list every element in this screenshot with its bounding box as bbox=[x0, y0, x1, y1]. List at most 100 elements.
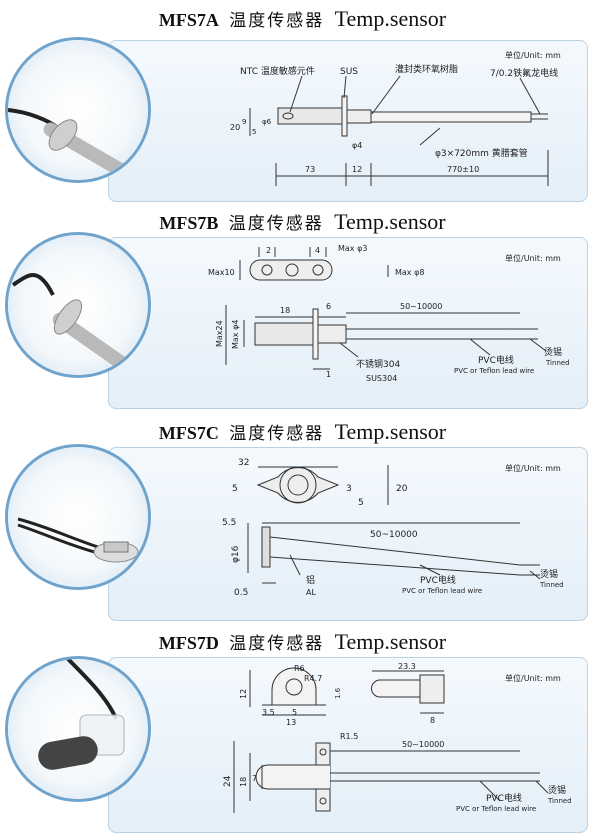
dim-d16: φ16 bbox=[231, 545, 241, 563]
probe-photo-icon bbox=[11, 273, 129, 371]
section-mfs7b: MFS7B 温度传感器 Temp.sensor 单位/Unit: mm bbox=[0, 205, 605, 415]
dim-6: 6 bbox=[326, 302, 331, 311]
label-d4: φ4 bbox=[352, 141, 362, 150]
unit-label: 单位/Unit: mm bbox=[505, 674, 561, 683]
label-tube: φ3×720mm 黄腊套管 bbox=[435, 147, 528, 159]
dim-5: 5 bbox=[292, 708, 297, 717]
dim-r1-5: R1.5 bbox=[340, 732, 358, 741]
dim-3-5: 3.5 bbox=[262, 708, 275, 717]
title-cn: 温度传感器 bbox=[229, 11, 325, 31]
section-title: MFS7C 温度传感器 Temp.sensor bbox=[0, 419, 605, 445]
title-cn: 温度传感器 bbox=[228, 214, 324, 234]
dim-max10: Max10 bbox=[208, 268, 235, 277]
label-al-cn: 铝 bbox=[306, 574, 315, 586]
model-code: MFS7B bbox=[159, 213, 219, 233]
dim-length: 50~10000 bbox=[400, 302, 442, 311]
drawing-panel bbox=[108, 447, 588, 621]
dim-13: 13 bbox=[286, 718, 296, 727]
model-code: MFS7A bbox=[158, 10, 219, 30]
dim-maxd3: Max φ3 bbox=[338, 244, 367, 253]
label-tin-cn: 烫锡 bbox=[540, 569, 558, 580]
title-cn: 温度传感器 bbox=[229, 424, 325, 444]
dim-770: 770±10 bbox=[447, 165, 479, 174]
label-pvc: PVC电线 bbox=[478, 354, 514, 366]
product-photo bbox=[8, 235, 148, 375]
label-pvc-en: PVC or Teflon lead wire bbox=[454, 367, 534, 375]
drawing-mfs7c: 32 5 3 5 20 5.5 50~10000 φ16 铝 AL 0.5 PV… bbox=[222, 458, 564, 598]
drawing-mfs7d: R6 R4.7 12 1.6 3.5 5 13 23.3 8 R1.5 50~1… bbox=[223, 662, 572, 813]
dim-5: 5 bbox=[252, 128, 256, 136]
title-en: Temp.sensor bbox=[334, 6, 447, 31]
dim-1: 1 bbox=[326, 370, 331, 379]
label-pvc: PVC电线 bbox=[486, 792, 522, 804]
dim-32: 32 bbox=[238, 458, 249, 468]
label-sus304: SUS304 bbox=[366, 374, 397, 383]
label-tin-cn: 烫锡 bbox=[544, 347, 562, 358]
drawing-mfs7b: 2 4 Max φ3 Max10 Max φ8 18 6 50~10000 Ma… bbox=[208, 244, 570, 383]
product-photo bbox=[8, 659, 148, 799]
product-photo bbox=[8, 447, 148, 587]
dim-6: φ6 bbox=[262, 118, 272, 126]
section-title: MFS7D 温度传感器 Temp.sensor bbox=[0, 629, 605, 655]
drawing-panel bbox=[108, 237, 588, 409]
dim-9: 9 bbox=[242, 118, 246, 126]
bracket-sensor-photo-icon bbox=[38, 659, 125, 770]
section-title: MFS7B 温度传感器 Temp.sensor bbox=[0, 209, 605, 235]
section-title: MFS7A 温度传感器 Temp.sensor bbox=[0, 6, 605, 32]
unit-label: 单位/Unit: mm bbox=[505, 254, 561, 263]
dim-r6: R6 bbox=[294, 664, 305, 673]
disc-sensor-photo-icon bbox=[17, 517, 139, 563]
dim-18: 18 bbox=[239, 777, 248, 787]
title-cn: 温度传感器 bbox=[229, 634, 325, 654]
dim-20: 20 bbox=[230, 123, 240, 132]
product-photo bbox=[8, 40, 148, 180]
label-pvc-en: PVC or Teflon lead wire bbox=[456, 805, 536, 813]
dim-73: 73 bbox=[305, 165, 315, 174]
dim-7: 7 bbox=[252, 774, 257, 783]
section-mfs7a: MFS7A 温度传感器 Temp.sensor 单位/Unit: mm bbox=[0, 0, 605, 205]
model-code: MFS7D bbox=[158, 633, 219, 653]
dim-maxd4: Max φ4 bbox=[231, 320, 240, 349]
drawing-mfs7a: NTC 温度敏感元件 SUS 灌封类环氧树脂 7/0.2铁氟龙电线 φ4 φ3×… bbox=[230, 63, 558, 186]
dim-maxd8: Max φ8 bbox=[395, 268, 424, 277]
label-ntc: NTC 温度敏感元件 bbox=[240, 65, 315, 77]
label-tin-en: Tinned bbox=[545, 359, 570, 367]
probe-photo-icon bbox=[8, 108, 133, 180]
label-pvc-en: PVC or Teflon lead wire bbox=[402, 587, 482, 595]
unit-label: 单位/Unit: mm bbox=[505, 51, 561, 60]
title-en: Temp.sensor bbox=[334, 419, 447, 444]
label-al: AL bbox=[306, 588, 316, 597]
dim-23-3: 23.3 bbox=[398, 662, 416, 671]
unit-label: 单位/Unit: mm bbox=[505, 464, 561, 473]
label-epoxy: 灌封类环氧树脂 bbox=[395, 63, 458, 75]
dim-3: 3 bbox=[346, 484, 352, 494]
dim-24: 24 bbox=[223, 775, 233, 787]
dim-length: 50~10000 bbox=[402, 740, 444, 749]
dim-r4-7: R4.7 bbox=[304, 674, 322, 683]
dim-max24: Max24 bbox=[215, 320, 224, 347]
dim-12: 12 bbox=[239, 689, 248, 699]
model-code: MFS7C bbox=[158, 423, 219, 443]
dim-5b: 5 bbox=[358, 498, 364, 508]
dim-0-5: 0.5 bbox=[234, 588, 248, 598]
label-tin-en: Tinned bbox=[539, 581, 564, 589]
label-sus-cn: 不锈钢304 bbox=[356, 358, 400, 370]
label-tin-en: Tinned bbox=[547, 797, 572, 805]
section-mfs7d: MFS7D 温度传感器 Temp.sensor 单位/Unit: mm bbox=[0, 625, 605, 837]
dim-4: 4 bbox=[315, 246, 320, 255]
dim-12: 12 bbox=[352, 165, 362, 174]
title-en: Temp.sensor bbox=[334, 209, 446, 234]
dim-length: 50~10000 bbox=[370, 530, 418, 540]
dim-5a: 5 bbox=[232, 484, 238, 494]
title-en: Temp.sensor bbox=[334, 629, 447, 654]
dim-8: 8 bbox=[430, 716, 435, 725]
dim-20: 20 bbox=[396, 484, 408, 494]
label-tin-cn: 烫锡 bbox=[548, 785, 566, 796]
dim-18: 18 bbox=[280, 306, 290, 315]
label-wire: 7/0.2铁氟龙电线 bbox=[490, 67, 558, 79]
dim-1-6: 1.6 bbox=[334, 687, 342, 699]
dim-2: 2 bbox=[266, 246, 271, 255]
label-sus: SUS bbox=[340, 67, 358, 77]
drawing-panel bbox=[108, 657, 588, 833]
section-mfs7c: MFS7C 温度传感器 Temp.sensor 单位/Unit: mm 32 bbox=[0, 415, 605, 625]
